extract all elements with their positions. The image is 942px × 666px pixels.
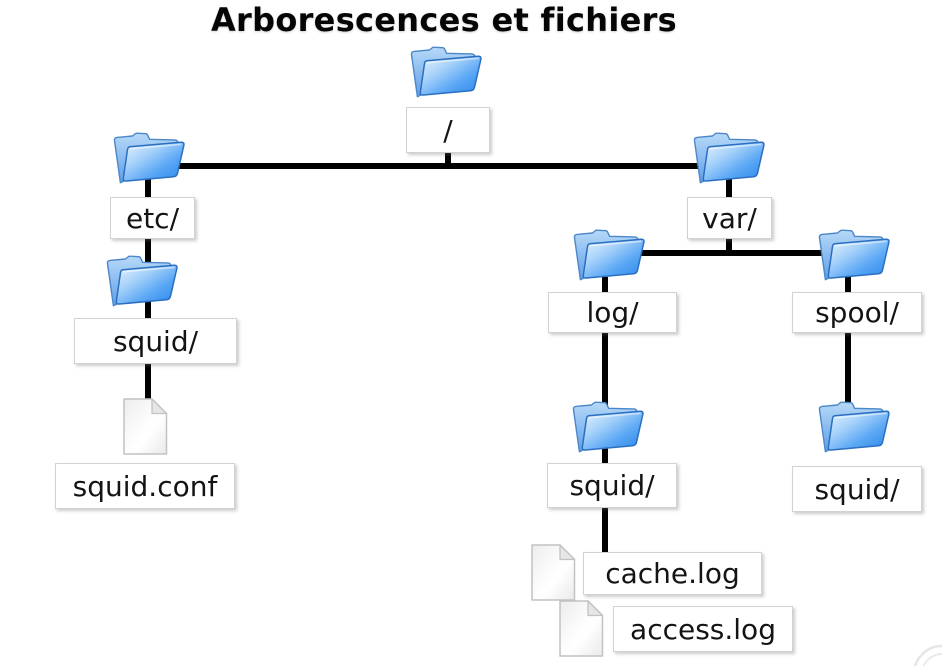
file-icon-cache-log <box>527 542 580 603</box>
watermark-logo <box>913 644 942 666</box>
file-icon-squid-conf <box>119 396 172 457</box>
folder-icon-etc <box>107 130 191 192</box>
connector-spool-chain <box>845 277 851 432</box>
folder-icon-root <box>404 44 488 106</box>
folder-icon-var <box>687 130 771 192</box>
folder-icon-spool <box>812 227 896 289</box>
node-label-var: var/ <box>687 197 772 239</box>
node-label-cache-log: cache.log <box>583 552 762 595</box>
diagram-title: Arborescences et fichiers <box>210 1 678 39</box>
node-label-squid-conf: squid.conf <box>55 463 235 509</box>
folder-icon-squid-log <box>566 399 650 461</box>
node-label-squid-spool: squid/ <box>792 466 922 512</box>
connector-log-spool <box>608 250 851 256</box>
node-label-squid-etc: squid/ <box>74 318 237 364</box>
node-label-root: / <box>406 107 490 153</box>
file-icon-access-log <box>555 598 608 659</box>
folder-icon-squid-spool <box>812 399 896 461</box>
node-label-log: log/ <box>548 292 677 333</box>
node-label-spool: spool/ <box>792 292 922 333</box>
connector-etc-var <box>150 163 732 169</box>
connector-root-down <box>445 151 451 166</box>
node-label-access-log: access.log <box>613 606 793 652</box>
folder-icon-squid-etc <box>100 253 184 315</box>
node-label-squid-log: squid/ <box>547 463 677 508</box>
folder-icon-log <box>567 227 651 289</box>
node-label-etc: etc/ <box>110 197 195 239</box>
